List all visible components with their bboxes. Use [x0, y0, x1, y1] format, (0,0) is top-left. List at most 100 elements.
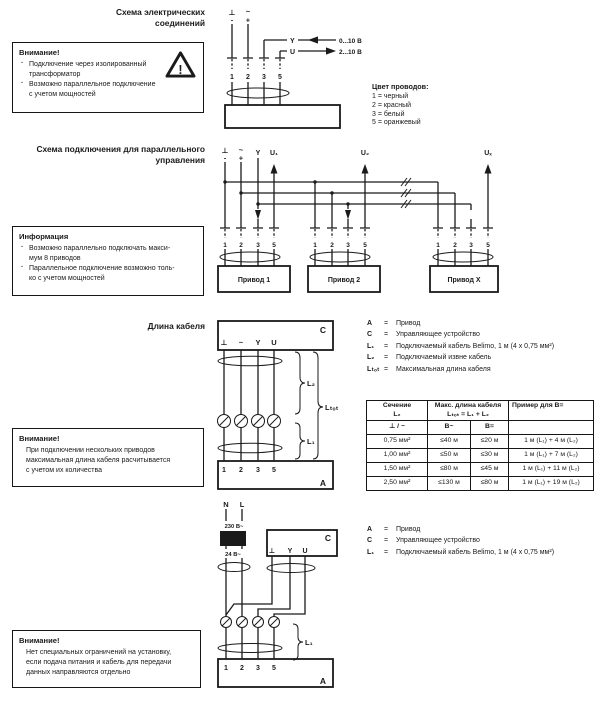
col-ac-subheader: В~ [427, 420, 471, 435]
actuator1-box [217, 265, 291, 293]
wire-colors-title: Цвет проводов: [372, 82, 429, 91]
bus-lines [223, 177, 472, 228]
example-cell: 1 м (L₁) + 11 м (L₂) [508, 462, 594, 477]
table-row: 2,50 мм² ≤130 м ≤80 м 1 м (L₁) + 19 м (L… [366, 476, 594, 491]
terminal-5: 5 [272, 242, 276, 249]
legend-value: Подключаемый кабель Belimo, 1 м (4 x 0,7… [396, 548, 555, 556]
equals-sign: = [384, 342, 389, 350]
equals-sign: = [384, 548, 389, 556]
section-cell: 1,50 мм² [366, 462, 428, 477]
section-cell: 2,50 мм² [366, 476, 428, 491]
u-label: U [290, 49, 295, 56]
legend-row: A=Привод [367, 524, 593, 535]
gnd-symbol: ⊥ [229, 8, 236, 17]
gnd-symbol: ⊥ [221, 338, 228, 347]
section4-warning-box: Внимание! Нет специальных ограничений на… [12, 630, 201, 688]
supply-labels: ⊥ - ~ + Y U₁ U₂ Uₓ [222, 146, 493, 163]
legend-key: A [367, 320, 373, 327]
terminal-2: 2 [330, 242, 334, 249]
ux-label: Uₓ [484, 150, 492, 157]
gnd-symbol: ⊥ [269, 548, 275, 555]
actuator2-label: Привод 2 [328, 277, 360, 284]
wires-group [231, 24, 336, 58]
supply-labels: ⊥ - ~ + [229, 7, 251, 25]
legend-row: A=Привод [367, 318, 593, 329]
ac-cell: ≤80 м [427, 462, 471, 477]
actuator2-box [307, 265, 381, 293]
signal-labels: Y U 0...10 В 2...10 В [290, 38, 362, 56]
terminal-1: 1 [436, 242, 440, 249]
controller-label: C [325, 533, 331, 543]
gnd-symbol: ⊥ [222, 146, 229, 155]
cable-sleeve [217, 355, 283, 367]
section1-warning-box: Внимание! ·Подключение через изолированн… [12, 42, 204, 113]
controller-box [217, 320, 334, 351]
terminal-1: 1 [222, 467, 226, 474]
example-cell: 1 м (L₁) + 4 м (L₂) [508, 434, 594, 449]
voltage-24-label: 24 В~ [225, 552, 241, 558]
table-row: 1,00 мм² ≤50 м ≤30 м 1 м (L₁) + 7 м (L₂) [366, 448, 594, 463]
legend-key: Lₜₒₜ [367, 365, 380, 373]
warning-item-text: Подключение через изолированный трансфор… [29, 61, 147, 78]
wire-connectors [220, 616, 280, 628]
l1-brace [292, 623, 304, 661]
neutral-label: N [223, 500, 228, 509]
section3-legend: A=Привод C=Управляющее устройство L₁=Под… [367, 318, 593, 375]
terminals-group: 1 2 3 5 1 2 3 5 1 2 3 5 [219, 227, 494, 266]
actuatorx-box [429, 265, 499, 293]
wire-colors-legend: Цвет проводов: 1 = черный 2 = красный 3 … [372, 82, 482, 128]
actuator-box [217, 658, 334, 688]
terminal-5: 5 [363, 242, 367, 249]
cable-sleeve [432, 251, 494, 263]
cable-sleeve [217, 442, 283, 454]
cable-length-diagram: C ⊥ ~ Y U 1 2 3 5 A [217, 320, 339, 490]
minus-symbol: - [224, 154, 227, 163]
bullet-icon: · [21, 60, 24, 67]
section2-info-box: Информация ·Возможно параллельно подключ… [12, 226, 204, 296]
y-label: Y [256, 150, 261, 157]
l2-label: L₂ [307, 379, 315, 388]
ac-symbol: ~ [239, 146, 244, 155]
legend-row: Lₜₒₜ=Максимальная длина кабеля [367, 364, 593, 375]
y-label: Y [290, 38, 295, 45]
actuator-terminal-numbers: 1 2 3 5 [224, 665, 276, 672]
transformer-group: 230 В~ 24 В~ [217, 509, 251, 616]
legend-row: L₁=Подключаемый кабель Belimo, 1 м (4 x … [367, 547, 593, 558]
terminal-1: 1 [230, 74, 234, 81]
cable-sleeve [309, 251, 371, 263]
actuator-box [217, 460, 334, 490]
terminal-5: 5 [272, 665, 276, 672]
ac-symbol: ~ [246, 7, 251, 16]
warning-triangle-icon: ! [165, 51, 196, 78]
equals-sign: = [384, 331, 389, 339]
example-cell: 1 м (L₁) + 7 м (L₂) [508, 448, 594, 463]
y-label: Y [288, 548, 293, 555]
legend-value: Максимальная длина кабеля [396, 365, 491, 373]
section-cell: 1,00 мм² [366, 448, 428, 463]
wire-color-item: 3 = белый [372, 110, 405, 118]
terminal-3: 3 [469, 242, 473, 249]
controller-label: C [320, 325, 326, 335]
l1-brace [294, 422, 306, 460]
wire-connectors [217, 414, 281, 428]
actuator-boxes: Привод 1 Привод 2 Привод X [217, 265, 499, 293]
group1-wires [224, 158, 278, 228]
voltage-230-label: 230 В~ [225, 524, 244, 530]
controller-box [266, 529, 338, 557]
terminal-3: 3 [256, 242, 260, 249]
example-cell: 1 м (L₁) + 19 м (L₂) [508, 476, 594, 491]
y-range-label: 0...10 В [339, 38, 362, 45]
terminal-5: 5 [486, 242, 490, 249]
ltot-label: Lₜₒₜ [325, 403, 339, 412]
col-section-header: Сечение L₂ [366, 400, 428, 421]
actuator-cable: L₁ [217, 623, 313, 661]
table-row: 0,75 мм² ≤40 м ≤20 м 1 м (L₁) + 4 м (L₂) [366, 434, 594, 449]
equals-sign: = [384, 537, 389, 545]
length-braces: L₂ L₁ Lₜₒₜ [294, 351, 339, 460]
l1-label: L₁ [305, 638, 313, 647]
cable-sleeve [217, 643, 283, 653]
equals-sign: = [384, 354, 389, 362]
u-label: U [302, 548, 307, 555]
terminal-2: 2 [239, 467, 243, 474]
